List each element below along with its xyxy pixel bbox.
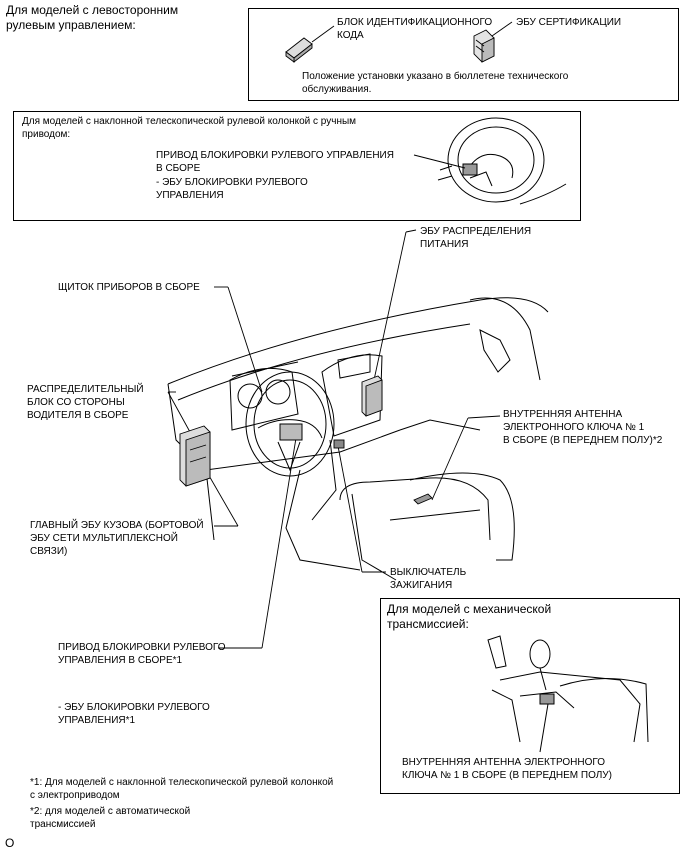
main-body-ecu-label: ГЛАВНЫЙ ЭБУ КУЗОВА (БОРТОВОЙ ЭБУ СЕТИ МУ…	[30, 520, 204, 557]
steering-wheel-inset-icon	[413, 117, 567, 205]
leader-lines	[167, 229, 501, 649]
installation-note: Положение установки указано в бюллетене …	[302, 71, 569, 95]
driver-side-junction-block-label: РАСПРЕДЕЛИТЕЛЬНЫЙ БЛОК СО СТОРОНЫ ВОДИТЕ…	[27, 384, 144, 421]
combination-meter-label: ЩИТОК ПРИБОРОВ В СБОРЕ	[58, 282, 200, 293]
indoor-antenna-front-label: ВНУТРЕННЯЯ АНТЕННА ЭЛЕКТРОННОГО КЛЮЧА № …	[503, 409, 663, 446]
ignition-switch-icon	[333, 439, 345, 449]
manual-tilt-box	[13, 111, 581, 221]
key-fob-icon	[285, 25, 335, 63]
manual-steering-lock-actuator-label: ПРИВОД БЛОКИРОВКИ РУЛЕВОГО УПРАВЛЕНИЯ В …	[156, 150, 394, 174]
manual-transmission-box	[380, 598, 680, 794]
smart-key-box	[248, 8, 679, 101]
lhd-header: Для моделей с левосторонним рулевым упра…	[6, 3, 179, 32]
dashboard-outline	[167, 297, 549, 581]
manual-steering-lock-ecu-label: - ЭБУ БЛОКИРОВКИ РУЛЕВОГО УПРАВЛЕНИЯ	[156, 177, 308, 201]
manual-transmission-inset-icon	[487, 635, 649, 753]
junction-block-icon	[179, 425, 211, 487]
steering-lock-ecu-label: - ЭБУ БЛОКИРОВКИ РУЛЕВОГО УПРАВЛЕНИЯ*1	[58, 702, 210, 726]
power-distribution-ecu-icon	[361, 375, 383, 417]
id-code-box-label: БЛОК ИДЕНТИФИКАЦИОННОГО КОДА	[337, 17, 493, 41]
footnote-1: *1: Для моделей с наклонной телескопичес…	[30, 777, 334, 801]
manual-tilt-title: Для моделей с наклонной телескопической …	[22, 116, 357, 140]
steering-wheel-icon	[245, 371, 335, 477]
footnote-2: *2: для моделей с автоматической трансми…	[30, 806, 191, 830]
manual-transmission-antenna-label: ВНУТРЕННЯЯ АНТЕННА ЭЛЕКТРОННОГО КЛЮЧА № …	[402, 757, 612, 781]
power-distribution-ecu-label: ЭБУ РАСПРЕДЕЛЕНИЯ ПИТАНИЯ	[420, 226, 532, 250]
manual-transmission-title: Для моделей с механической трансмиссией:	[387, 602, 552, 631]
steering-lock-actuator-label: ПРИВОД БЛОКИРОВКИ РУЛЕВОГО УПРАВЛЕНИЯ В …	[58, 642, 226, 666]
certification-ecu-icon	[473, 21, 513, 63]
page-marker: O	[5, 836, 15, 850]
ignition-switch-label: ВЫКЛЮЧАТЕЛЬ ЗАЖИГАНИЯ	[390, 567, 467, 591]
certification-ecu-label: ЭБУ СЕРТИФИКАЦИИ	[516, 17, 622, 28]
indoor-antenna-icon	[413, 493, 433, 505]
